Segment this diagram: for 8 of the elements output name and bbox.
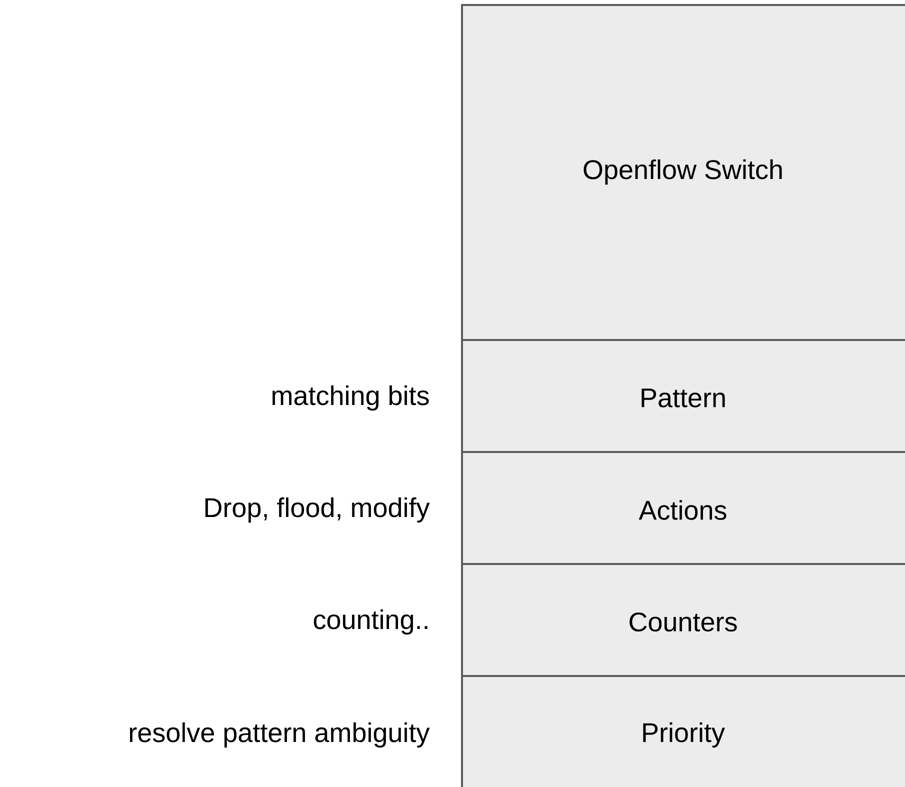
row-description: resolve pattern ambiguity [130, 722, 430, 748]
row-description: counting.. [314, 609, 428, 635]
table-row-box: Priority [461, 675, 905, 787]
table-row-box: Actions [461, 451, 905, 564]
table-row-box: Pattern [461, 339, 905, 452]
row-description: Drop, flood, modify [205, 497, 430, 523]
row-description: matching bits [272, 385, 429, 411]
table-row-box: Counters [461, 563, 905, 676]
